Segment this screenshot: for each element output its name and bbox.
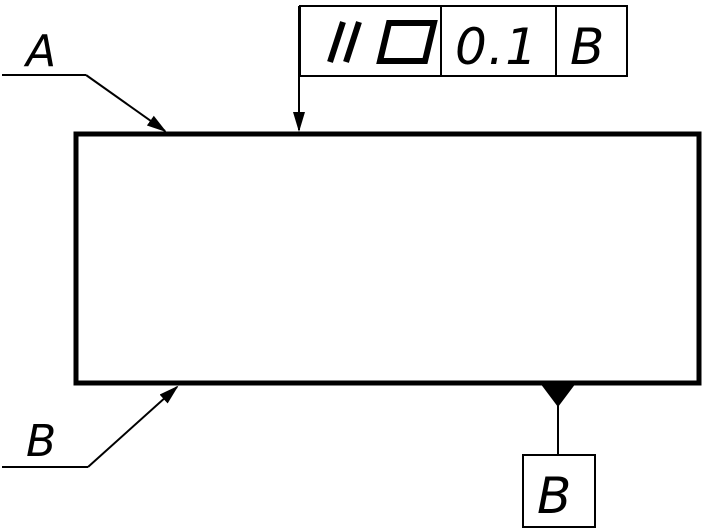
leader-b-arrow <box>87 385 179 468</box>
feature-control-frame: 0.1 B <box>293 5 628 132</box>
label-b: B <box>26 416 56 467</box>
tolerance-value: 0.1 <box>455 18 537 76</box>
datum-reference: B <box>570 18 604 76</box>
datum-box <box>522 454 596 528</box>
leader-b: B <box>2 385 179 468</box>
datum-triangle <box>540 383 576 407</box>
parallelism-icon <box>327 21 362 63</box>
flatness-icon <box>376 20 438 64</box>
label-a: A <box>23 26 56 77</box>
datum-feature-symbol: B <box>522 383 596 528</box>
leader-a-arrow <box>85 74 167 133</box>
leader-a: A <box>2 26 167 133</box>
part-outline <box>73 131 702 386</box>
datum-letter: B <box>537 467 571 525</box>
